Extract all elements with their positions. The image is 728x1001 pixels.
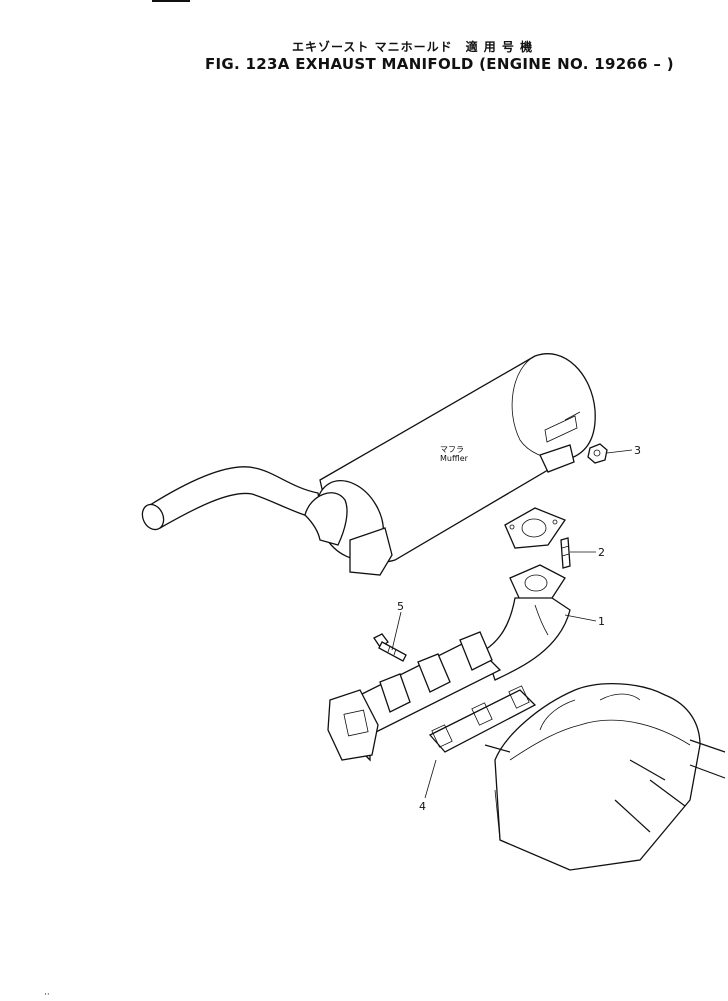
corner-mark: ··: [44, 990, 50, 1000]
callout-3: 3: [634, 444, 641, 457]
title-japanese: エキゾースト マニホールド 適 用 号 機: [292, 40, 534, 54]
stud: [560, 537, 571, 569]
callout-2: 2: [598, 546, 605, 559]
top-rule: [152, 0, 190, 2]
muffler: マフラ Muffler: [141, 353, 596, 576]
manifold-gasket: [428, 685, 537, 753]
callout-1: 1: [598, 615, 605, 628]
muffler-label-jp: マフラ: [440, 445, 464, 454]
muffler-label-en: Muffler: [440, 454, 469, 463]
flange-gasket: [504, 507, 566, 549]
nut: [587, 443, 608, 464]
exhaust-manifold: [327, 564, 571, 762]
callout-4: 4: [419, 800, 426, 813]
figure-title: FIG. 123A EXHAUST MANIFOLD (ENGINE NO. 1…: [205, 55, 674, 73]
callout-5: 5: [397, 600, 404, 613]
leader-lines: [391, 449, 633, 799]
bolt: [373, 633, 407, 662]
cylinder-head: [484, 683, 726, 871]
